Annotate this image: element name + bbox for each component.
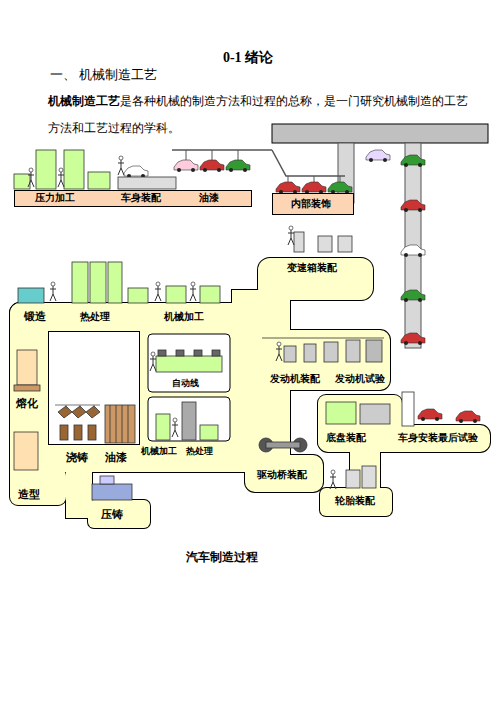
station-label: 油漆 [105,452,127,464]
station-band: 压力加工 车身装配 油漆 [14,190,252,207]
station-band: 内部装饰 [272,193,354,215]
station-label: 变速箱装配 [287,262,337,273]
figure-caption: 汽车制造过程 [120,549,324,566]
station-label: 车身安装最后试验 [398,433,478,443]
station-label: 浇铸 [66,452,88,464]
station-label: 轮胎装配 [335,496,375,506]
station-label: 油漆 [199,192,219,203]
station-label: 压铸 [101,509,123,521]
key-term: 机械制造工艺 [48,95,120,107]
station-label: 机械加工 [141,447,177,457]
station-label: 熔化 [16,398,38,410]
conveyor-band [10,258,490,528]
station-label: 机械加工 [164,311,204,322]
station-label: 热处理 [186,447,213,457]
workshop-area [148,334,230,441]
station-label: 底盘装配 [326,433,366,443]
station-label: 发动机装配 [270,374,320,384]
station-label: 发动机试验 [335,374,385,384]
conveyor-band-fill [10,258,490,528]
machine [14,150,414,500]
station-label: 自动线 [172,379,199,389]
station-label: 热处理 [80,311,110,322]
station-label: 车身装配 [121,192,161,203]
station-label: 造型 [18,489,40,501]
overhead-conveyor [172,124,488,348]
section-heading: 一、 机械制造工艺 [50,68,157,82]
intro-paragraph: 机械制造工艺是各种机械的制造方法和过程的总称，是一门研究机械制造的工艺方法和工艺… [48,88,468,142]
station-label: 锻造 [24,311,46,323]
station-label: 驱动桥装配 [257,470,307,480]
station-label: 压力加工 [35,192,75,203]
station-label: 内部装饰 [291,198,331,209]
page-title: 0-1 绪论 [0,49,496,67]
